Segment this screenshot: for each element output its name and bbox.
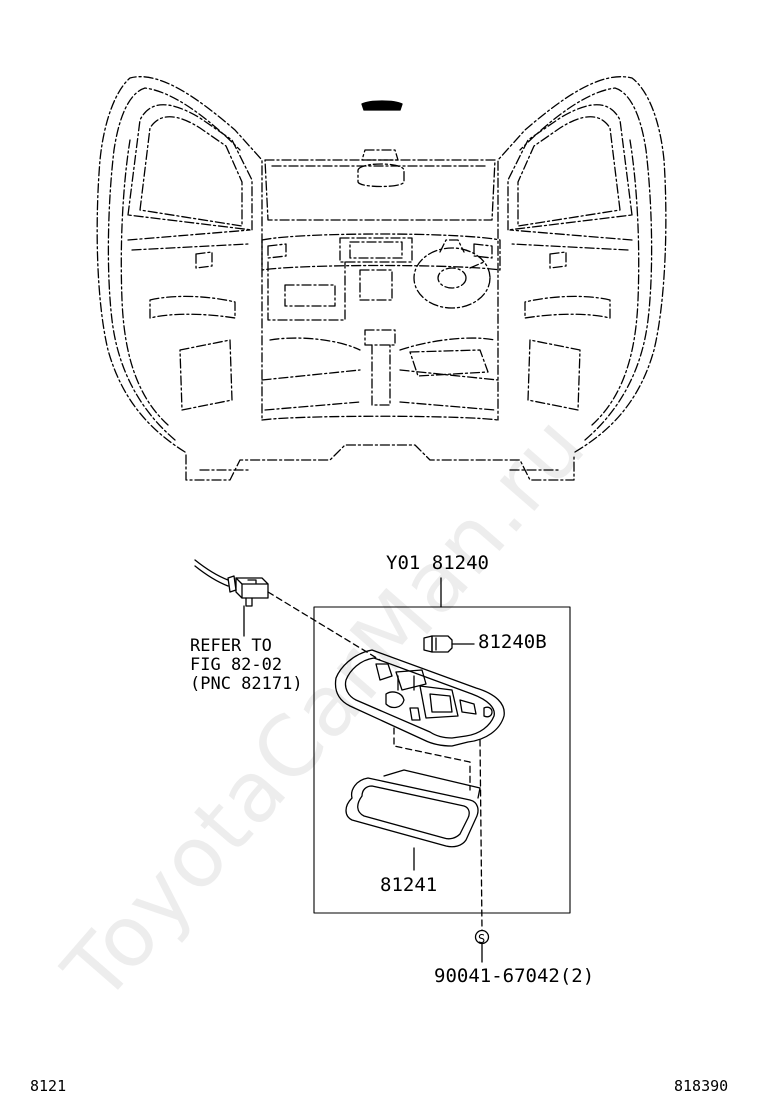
- screw-symbol-letter: S: [478, 932, 486, 946]
- figure-number: 8121: [30, 1077, 67, 1095]
- screw-leader: [479, 739, 483, 931]
- illustration-id: 818390: [674, 1077, 729, 1095]
- wire-harness: [194, 559, 237, 593]
- screw-part-number: 90041-67042(2): [434, 965, 595, 987]
- refer-note-line2: FIG 82-02: [190, 655, 283, 675]
- connector-leader: [267, 591, 381, 661]
- assembly-box: [313, 606, 571, 914]
- bulb: [423, 635, 475, 653]
- lamp-housing: [334, 649, 505, 747]
- bulb-part-number: 81240B: [478, 631, 547, 653]
- lens-cover: [345, 769, 481, 848]
- connector: [235, 577, 269, 607]
- assembly-guide: [393, 727, 471, 791]
- assembly-part-number: Y01 81240: [386, 552, 489, 574]
- cover-part-number: 81241: [380, 874, 438, 896]
- refer-note-line1: REFER TO: [190, 636, 272, 656]
- refer-note-line3: (PNC 82171): [190, 674, 303, 694]
- roof-mark: [361, 100, 403, 111]
- vehicle-interior-phantom: [96, 76, 667, 481]
